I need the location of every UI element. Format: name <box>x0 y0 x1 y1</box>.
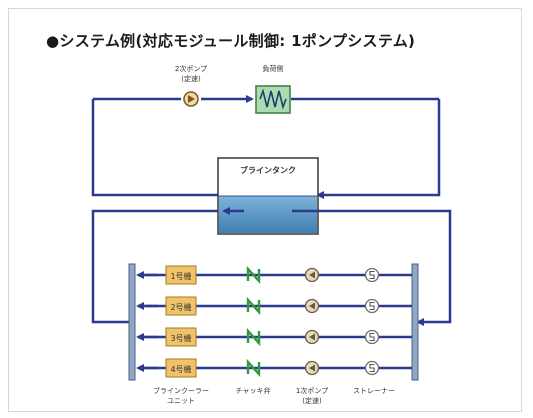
secondary-pump-name: 2次ポンプ <box>175 64 207 73</box>
top-loop-left-pipe <box>91 99 218 197</box>
unit-box-4 <box>165 358 197 378</box>
strainer-label: ストレーナー <box>353 387 395 395</box>
primary-pump-label-line2: (定速) <box>302 396 322 405</box>
diagram-title: ●システム例(対応モジュール制御: 1ポンプシステム) <box>46 32 416 50</box>
load-label: 負荷側 <box>263 64 284 73</box>
strainer-icon-4 <box>364 360 380 376</box>
bottom-loop <box>91 209 452 326</box>
unit-label-2: 2号機 <box>170 302 191 312</box>
bottom-loop-left-pipe <box>91 209 218 324</box>
check-valve-label: チャッキ弁 <box>236 386 271 395</box>
cooler-label-line1: ブラインクーラー <box>153 386 209 395</box>
unit-box-2 <box>165 296 197 316</box>
unit-box-1 <box>165 265 197 285</box>
top-loop-right-pipe <box>316 99 441 199</box>
load-exchanger-icon <box>255 85 291 114</box>
strainer-icon-3 <box>364 329 380 345</box>
primary-pump-icon-1 <box>304 267 320 283</box>
primary-pump-label-line1: 1次ポンプ <box>296 386 328 395</box>
check-valve-icon-2 <box>246 296 261 316</box>
strainer-icon-1 <box>364 267 380 283</box>
unit-box-3 <box>165 327 197 347</box>
brine-tank <box>217 157 319 235</box>
bottom-loop-right-pipe <box>314 209 452 326</box>
primary-pump-icon-3 <box>304 329 320 345</box>
check-valve-icon-4 <box>246 358 261 378</box>
primary-pump-icon-4 <box>304 360 320 376</box>
secondary-pump-mode: (定速) <box>181 74 201 83</box>
check-valve-icon-3 <box>246 327 261 347</box>
cooler-label-line2: ユニット <box>167 397 195 405</box>
primary-pump-icon-2 <box>304 298 320 314</box>
secondary-pump-icon <box>183 91 199 107</box>
unit-label-1: 1号機 <box>170 271 191 281</box>
right-header-bar <box>411 263 419 381</box>
left-header-bar <box>128 263 136 381</box>
unit-label-4: 4号機 <box>170 364 191 374</box>
tank-label: ブラインタンク <box>240 165 296 175</box>
strainer-icon-2 <box>364 298 380 314</box>
unit-label-3: 3号機 <box>170 333 191 343</box>
check-valve-icon-1 <box>246 265 261 285</box>
